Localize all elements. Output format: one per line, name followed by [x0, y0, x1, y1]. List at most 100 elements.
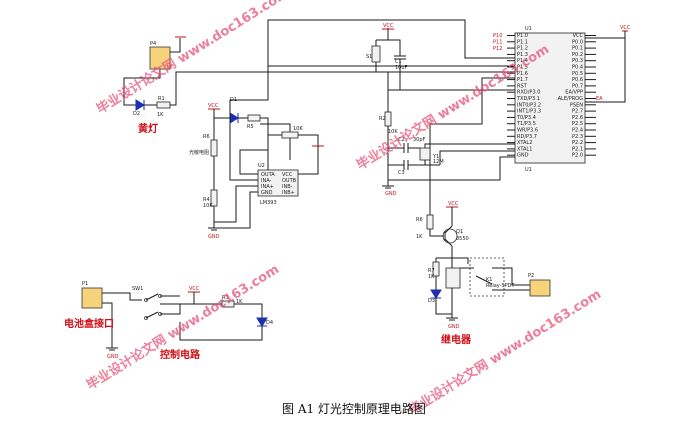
c1-value: 10uF	[395, 65, 408, 71]
mcu-right-pin-label: P2.7	[572, 109, 583, 115]
reset-circuit: VCC S1 C1 10uF R2 10K	[366, 23, 408, 180]
ldr-ref: R6	[203, 134, 210, 140]
p4-label: P4	[150, 41, 156, 47]
power-circuit: P1 GND SW1 VCC R3 1K D4 电池盒接口 控制电路	[64, 281, 273, 361]
mcu-right-pin-label: P2.6	[572, 115, 583, 121]
k1-label: K1	[486, 277, 492, 283]
r4-label: R4	[203, 197, 210, 203]
mcu-left-pin-label: P1.0	[517, 33, 528, 39]
u2-pin-gnd: GND	[261, 190, 273, 196]
mcu-left-pin-label: P1.4	[517, 58, 528, 64]
mcu-right-pin-label: P0.3	[572, 58, 583, 64]
mcu-left-pin-label: INT0/P3.2	[517, 102, 541, 108]
y1-value: 12M	[433, 159, 444, 165]
bus-label-p10: P10	[493, 33, 502, 39]
u2-name: LM393	[260, 200, 277, 206]
mcu-vcc-label: VCC	[620, 25, 631, 31]
mcu-left-pin-label: P1.7	[517, 77, 528, 83]
bus-label-p12: P12	[493, 46, 502, 52]
c2-value: 30pF	[413, 137, 426, 143]
mcu-right-pin-label: P0.1	[572, 46, 583, 52]
mcu-left-pin-label: P1.5	[517, 65, 528, 71]
d2-label: D2	[133, 111, 140, 117]
s1-label: S1	[366, 54, 372, 60]
mcu-right-pin-label: ALE/PROG	[558, 96, 583, 102]
mcu-right-pin-label: P2.5	[572, 121, 583, 127]
c3-label: C3	[398, 170, 405, 176]
r4-value: 10K	[203, 203, 213, 209]
q1-value: 8550	[456, 236, 469, 242]
y1-label: Y1	[432, 154, 439, 160]
mcu-right-pin-label: P0.4	[572, 65, 583, 71]
sw1-label: SW1	[132, 286, 143, 292]
mcu-u1: U1 U1 P1.0P1.1P1.2P1.3P1.4P1.5P1.6P1.7RS…	[493, 25, 631, 173]
mcu-right-pins: VCCP0.0P0.1P0.2P0.3P0.4P0.5P0.6P0.7EA/VP…	[558, 33, 596, 159]
mcu-right-pin-label: EA/VPP	[565, 90, 583, 96]
mcu-ea-label: EA	[596, 96, 603, 102]
mcu-right-pin-label: P0.2	[572, 52, 583, 58]
q1-label: Q1	[456, 229, 463, 235]
mcu-left-pin-label: T0/P3.4	[516, 115, 536, 121]
gnd-mcu: GND	[385, 191, 397, 197]
p1-label: P1	[82, 281, 88, 287]
mcu-left-pin-label: WR/P3.6	[517, 128, 538, 134]
u2-ref: U2	[258, 163, 265, 169]
mcu-left-pins: P1.0P1.1P1.2P1.3P1.4P1.5P1.6P1.7RSTRXD/P…	[507, 33, 541, 159]
mcu-left-pin-label: RD/P3.7	[517, 134, 537, 140]
c1-label: C1	[395, 59, 402, 65]
mcu-right-pin-label: P2.3	[572, 134, 583, 140]
battery-interface-label: 电池盒接口	[64, 317, 114, 330]
switch-circuit-label: 控制电路	[160, 348, 201, 361]
relay-driver-circuit: VCC R6 1K Q1 8550 R7 1K D3 GND	[416, 200, 551, 346]
r7-value: 1K	[428, 274, 435, 280]
k1-value: Relay-SPDT	[486, 283, 515, 289]
mcu-right-pin-label: P0.5	[572, 71, 583, 77]
figure-caption: 图 A1 灯光控制原理电路图	[282, 401, 426, 416]
gnd-battery: GND	[107, 354, 119, 360]
mcu-left-pin-label: P1.3	[517, 52, 528, 58]
mcu-right-pin-label: PSEN	[570, 102, 583, 108]
r6-label: R6	[416, 217, 423, 223]
u2-pin-outb: OUTB	[282, 178, 297, 184]
mcu-right-pin-label: P2.2	[572, 140, 583, 146]
r2-value: 10K	[388, 129, 398, 135]
mcu-right-pin-label: P0.0	[572, 39, 583, 45]
r7-label: R7	[428, 268, 435, 274]
mcu-left-pin-label: T1/P3.5	[516, 121, 536, 127]
mcu-left-pin-label: RST	[517, 83, 528, 89]
mcu-right-pin-label: P2.4	[572, 128, 583, 134]
u2-pin-outa: OUTA	[261, 172, 275, 178]
ldr-label: 光敏电阻	[189, 149, 209, 156]
mcu-left-pin-label: P1.2	[517, 46, 528, 52]
r3-value: 1K	[236, 299, 243, 305]
r1-label: R1	[158, 96, 165, 102]
gnd-sensor: GND	[208, 234, 220, 240]
u2-pin-vcc: VCC	[282, 172, 293, 178]
pot-value: 10K	[293, 126, 303, 132]
d3-label: D3	[428, 298, 435, 304]
r1-value: 1K	[157, 112, 164, 118]
mcu-left-pin-label: XTAL1	[517, 146, 532, 152]
u2-pin-ina-neg: INA-	[261, 178, 272, 184]
mcu-right-pin-label: VCC	[573, 33, 584, 39]
mcu-left-pin-label: P1.6	[517, 71, 528, 77]
crystal-circuit: C2 C3 30pF Y1 12M GND	[382, 137, 515, 197]
mcu-left-pin-label: INT1/P3.3	[517, 109, 541, 115]
mcu-left-pin-label: XTAL2	[517, 140, 532, 146]
u2-pin-ina-pos: INA+	[261, 184, 274, 190]
relay-vcc-label: VCC	[448, 201, 459, 207]
mcu-right-pin-label: P2.0	[572, 153, 583, 159]
mcu-left-pin-label: RXD/P3.0	[517, 90, 540, 96]
mcu-ref-bottom: U1	[525, 167, 532, 173]
yellow-light-circuit: P4 D2 R1 1K 黄灯	[123, 36, 186, 135]
mcu-left-pin-label: GND	[517, 153, 529, 159]
d4-label: D4	[266, 320, 273, 326]
bus-label-p11: P11	[493, 40, 502, 46]
watermark-4: 毕业设计论文网 www.doc163.com	[406, 286, 604, 418]
u2-pin-inb-neg: INB-	[282, 184, 293, 190]
light-sensor-circuit: VCC 光敏电阻 R6 R4 10K GND D1 R5 10K U2 LM39…	[189, 66, 324, 240]
mcu-ref: U1	[525, 26, 532, 32]
switch-vcc-label: VCC	[189, 286, 200, 292]
p2-label: P2	[528, 273, 534, 279]
